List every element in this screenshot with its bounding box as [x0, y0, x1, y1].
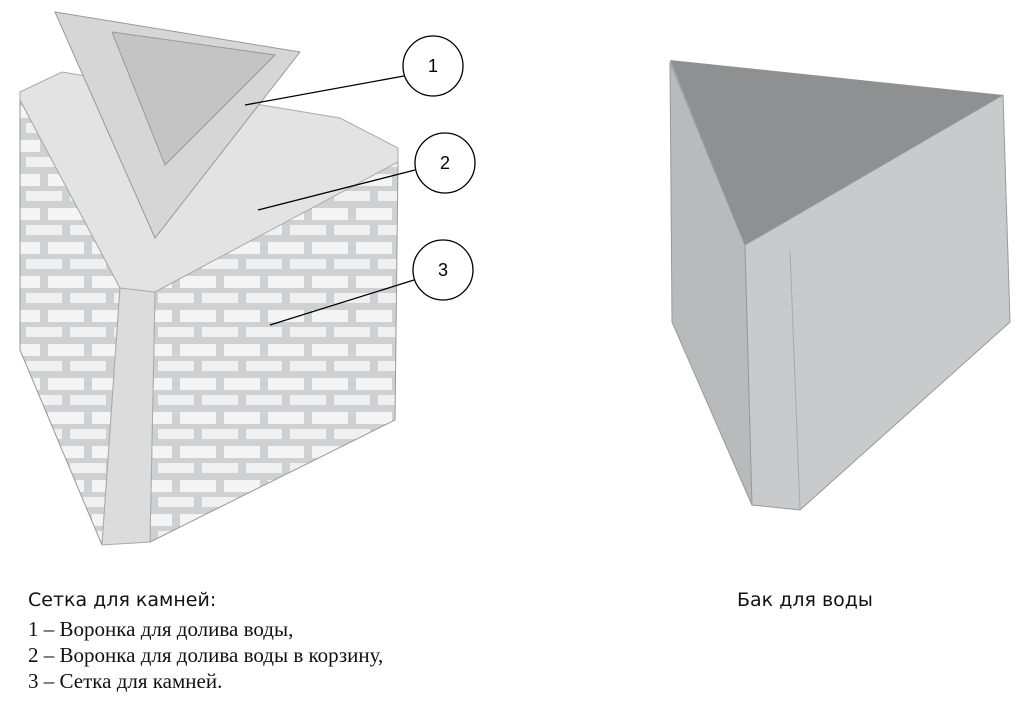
tank-caption: Бак для воды — [737, 589, 873, 611]
callout-1-label: 1 — [428, 56, 438, 76]
funnel-opening — [111, 31, 277, 166]
list-item: 1 – Воронка для долива воды, — [28, 617, 294, 641]
list-item: 2 – Воронка для долива воды в корзину, — [28, 643, 384, 667]
callout-3-label: 3 — [438, 260, 448, 280]
callout-2 — [414, 132, 476, 194]
water-tank-drawing — [669, 60, 1011, 511]
tank-front-face — [744, 94, 1011, 511]
callout-1 — [402, 35, 464, 97]
basket-parts-list: 1 – Воронка для долива воды, 2 – Воронка… — [28, 616, 383, 694]
illustration: 1 2 3 — [19, 11, 1011, 546]
stone-basket-drawing — [19, 11, 399, 546]
callout-3 — [412, 239, 474, 301]
callouts — [244, 35, 476, 326]
basket-caption-title: Сетка для камней: — [28, 589, 217, 611]
tank-inner — [670, 60, 1003, 245]
callout-2-label: 2 — [440, 153, 450, 173]
list-item: 3 – Сетка для камней. — [28, 669, 223, 693]
